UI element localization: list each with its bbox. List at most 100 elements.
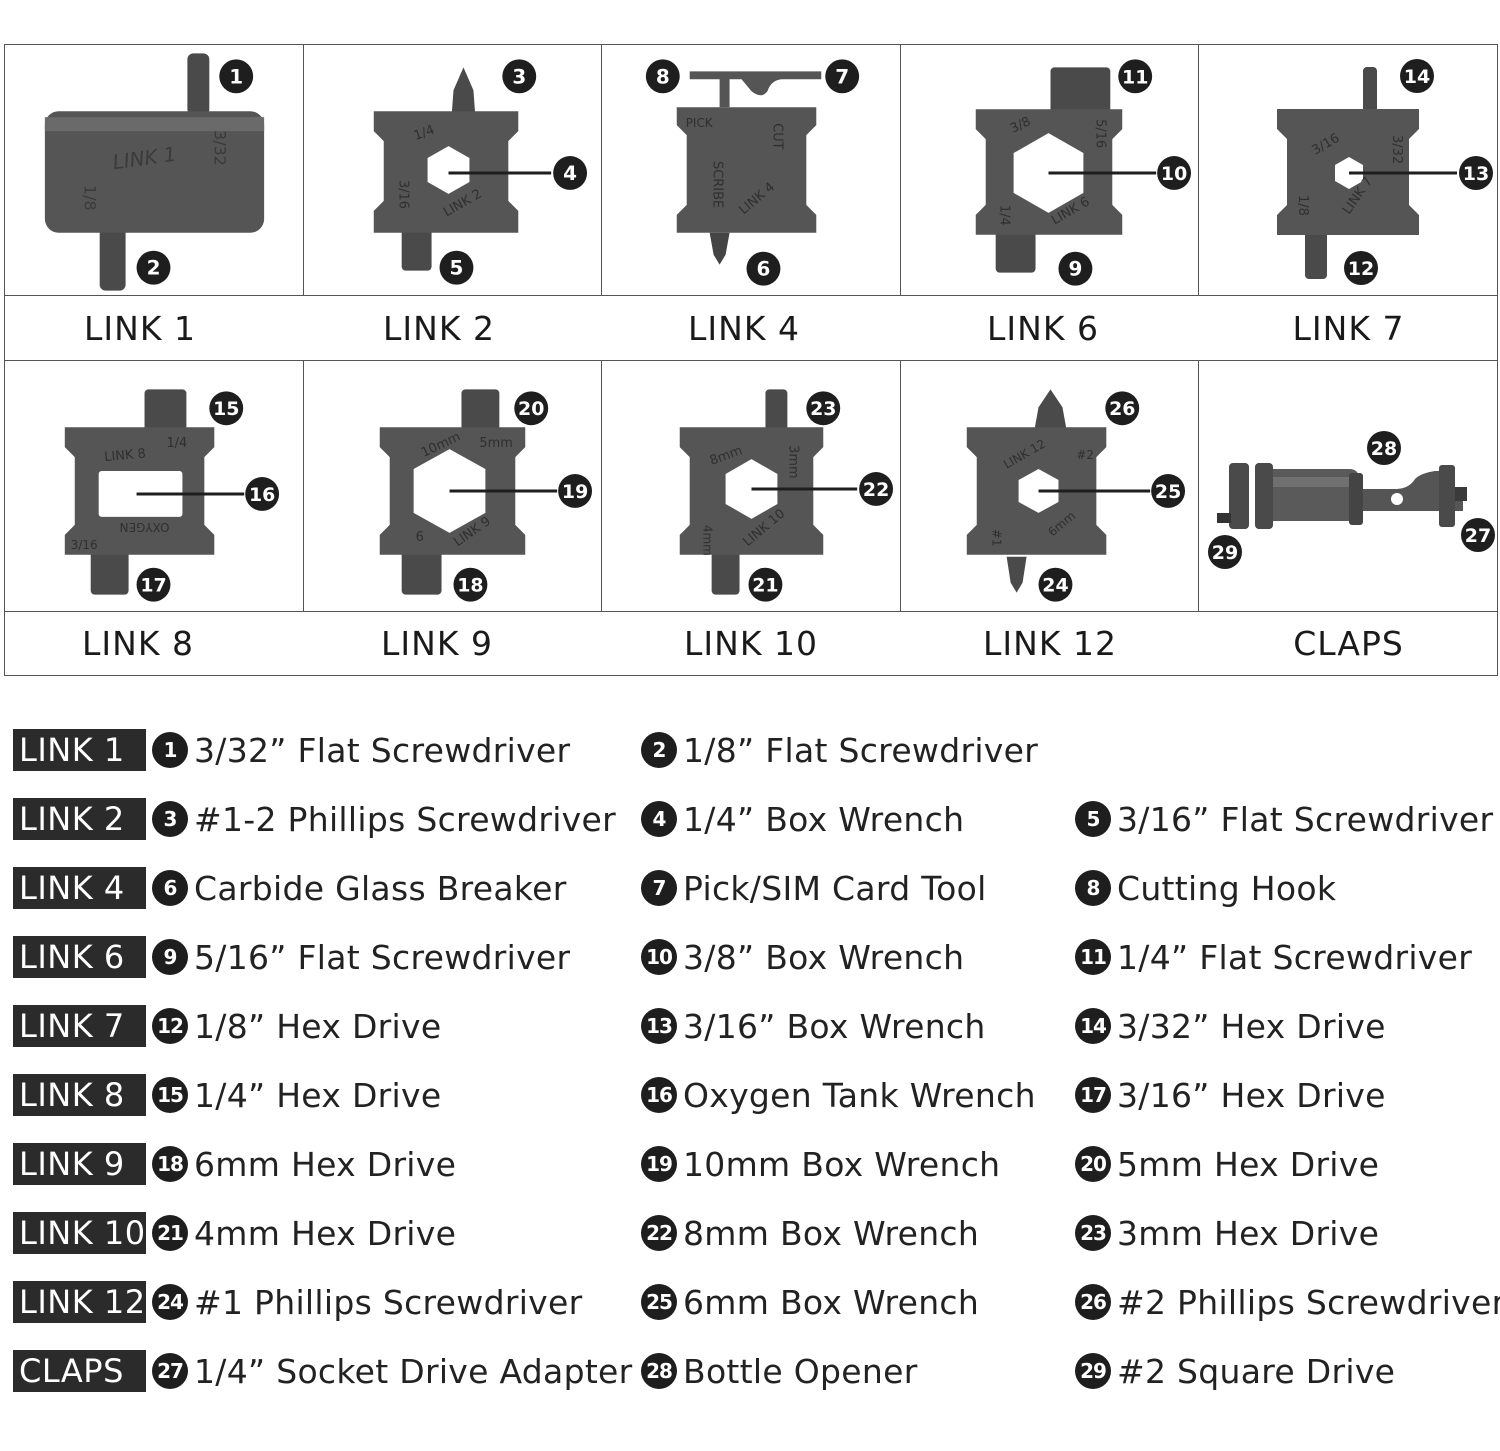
legend-item: 29#2 Square Drive (1075, 1350, 1395, 1392)
svg-text:24: 24 (1042, 575, 1068, 597)
svg-text:20: 20 (518, 398, 544, 420)
link-9-tool-icon: 10mm 5mm 6 LINK 9 20 19 18 (379, 389, 593, 602)
number-badge: 13 (641, 1008, 677, 1044)
callout-badge: 9 (1058, 251, 1093, 286)
legend-text: #2 Square Drive (1117, 1351, 1396, 1391)
legend-text: 1/8” Flat Screwdriver (683, 730, 1039, 770)
legend-text: Carbide Glass Breaker (194, 868, 567, 908)
clasp-tool-icon: 28 27 29 (1208, 431, 1495, 569)
legend-tag: LINK 8 (13, 1074, 146, 1116)
engraving-text: 5mm (479, 436, 512, 451)
svg-text:16: 16 (249, 484, 275, 506)
svg-text:7: 7 (835, 65, 849, 88)
number-badge: 1 (152, 732, 188, 768)
engraving-text: 3/32 (1389, 135, 1404, 164)
legend-text: 8mm Box Wrench (683, 1213, 980, 1253)
legend-tag: LINK 6 (13, 936, 146, 978)
panel-label: LINK 12 (983, 624, 1117, 663)
legend-text: 1/4” Flat Screwdriver (1117, 937, 1473, 977)
callout-badge: 8 (645, 59, 680, 94)
panel-link-7: 3/16 3/32 1/8 LINK 7 14 13 12 (1199, 45, 1498, 295)
legend-text: Bottle Opener (683, 1351, 918, 1391)
image-row-2: LINK 8 1/4 OXYGEN 3/16 15 16 17 10mm 5mm… (5, 361, 1497, 611)
svg-text:26: 26 (1109, 398, 1135, 420)
legend-text: 3/8” Box Wrench (683, 937, 965, 977)
svg-text:5: 5 (450, 257, 464, 280)
panel-link-9: 10mm 5mm 6 LINK 9 20 19 18 (304, 361, 602, 611)
number-badge: 14 (1075, 1008, 1111, 1044)
engraving-text: 3mm (785, 445, 800, 478)
legend-tag: CLAPS (13, 1350, 146, 1392)
callout-badge: 18 (453, 567, 488, 602)
number-badge: 21 (152, 1215, 188, 1251)
svg-text:12: 12 (1348, 258, 1374, 280)
link-10-tool-icon: 8mm 3mm 4mm LINK 10 23 22 21 (679, 389, 894, 602)
legend-text: 4mm Hex Drive (194, 1213, 457, 1253)
svg-text:1: 1 (229, 65, 243, 88)
svg-text:28: 28 (1371, 438, 1397, 460)
svg-text:8: 8 (656, 65, 670, 88)
callout-badge: 16 (245, 477, 280, 511)
engraving-text: 3/16 (396, 180, 411, 209)
legend-text: Oxygen Tank Wrench (683, 1075, 1036, 1115)
legend-text: 6mm Hex Drive (194, 1144, 457, 1184)
image-row-1: LINK 1 3/32 1/8 1 2 1/4 LINK 2 3/16 3 4 … (5, 45, 1497, 295)
legend-item: 26#2 Phillips Screwdriver (1075, 1281, 1500, 1323)
callout-badge: 25 (1151, 474, 1186, 508)
svg-text:13: 13 (1463, 163, 1489, 185)
legend-tag: LINK 4 (13, 867, 146, 909)
callout-badge: 3 (502, 59, 537, 94)
legend-text: 3/32” Flat Screwdriver (194, 730, 571, 770)
svg-text:10: 10 (1161, 163, 1187, 185)
number-badge: 4 (641, 801, 677, 837)
svg-text:9: 9 (1068, 258, 1082, 281)
panel-link-6: 3/8 5/16 1/4 LINK 6 11 10 9 (901, 45, 1199, 295)
engraving-text: 5/16 (1092, 119, 1107, 148)
engraving-text: 4mm (701, 525, 715, 556)
number-badge: 11 (1075, 939, 1111, 975)
legend-text: 1/4” Socket Drive Adapter (194, 1351, 633, 1391)
panel-link-1: LINK 1 3/32 1/8 1 2 (5, 45, 304, 295)
legend-text: 3/16” Flat Screwdriver (1117, 799, 1494, 839)
callout-badge: 19 (558, 474, 593, 508)
callout-badge: 12 (1344, 251, 1378, 285)
callout-badge: 11 (1118, 59, 1153, 94)
number-badge: 2 (641, 732, 677, 768)
svg-text:21: 21 (752, 575, 778, 597)
number-badge: 27 (152, 1353, 188, 1389)
panel-label: CLAPS (1293, 624, 1404, 663)
panel-link-4: PICK CUT SCRIBE LINK 4 8 7 6 (602, 45, 901, 295)
number-badge: 24 (152, 1284, 188, 1320)
legend-text: 10mm Box Wrench (683, 1144, 1001, 1184)
svg-text:17: 17 (140, 575, 166, 597)
engraving-text: #2 (1076, 448, 1094, 462)
legend-tag: LINK 9 (13, 1143, 146, 1185)
legend-text: #1-2 Phillips Screwdriver (194, 799, 616, 839)
svg-text:22: 22 (863, 479, 889, 501)
legend-tag: LINK 12 (13, 1281, 146, 1323)
number-badge: 25 (641, 1284, 677, 1320)
engraving-text: 1/4 (166, 436, 187, 451)
svg-text:11: 11 (1122, 66, 1148, 88)
legend-tag: LINK 1 (13, 729, 146, 771)
legend-text: 3/16” Box Wrench (683, 1006, 986, 1046)
svg-text:19: 19 (562, 481, 588, 503)
legend-tag: LINK 10 (13, 1212, 146, 1254)
panel-label: LINK 1 (84, 308, 196, 348)
engraving-text: OXYGEN (120, 520, 170, 534)
